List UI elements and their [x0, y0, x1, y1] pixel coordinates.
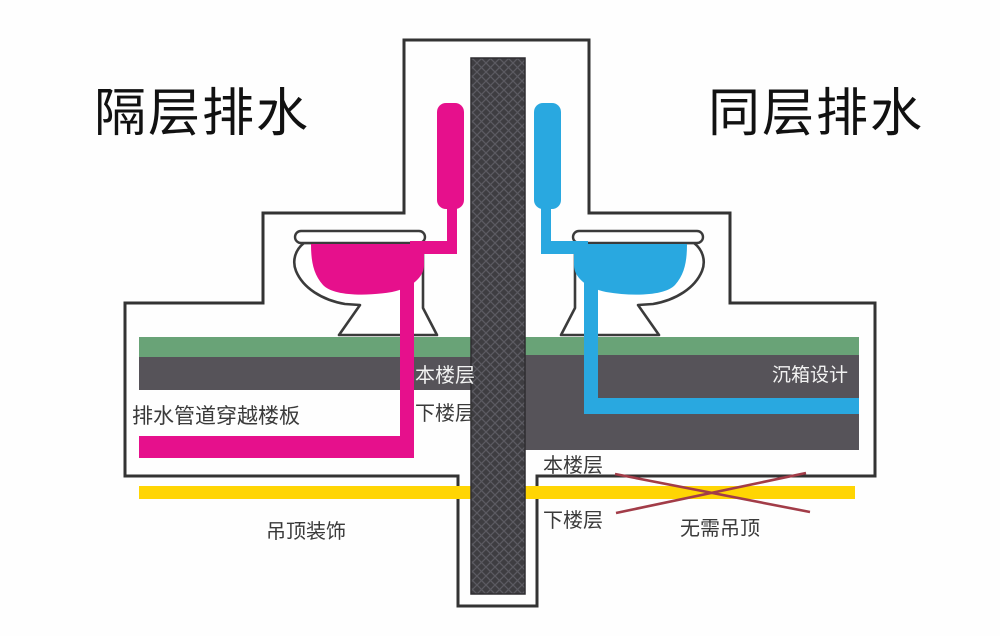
ceiling-bar-right	[524, 486, 855, 499]
label-no-ceiling-needed: 无需吊顶	[680, 518, 760, 540]
floor-slab-left	[139, 357, 471, 390]
blue-drain-vertical-pipe	[584, 340, 598, 414]
toilet-left	[292, 101, 466, 347]
label-right-lower-floor: 下楼层	[543, 509, 603, 532]
pink-drain-horizontal-pipe	[139, 436, 414, 458]
label-right-current-floor: 本楼层	[543, 454, 603, 477]
label-left-current-floor: 本楼层	[415, 364, 475, 387]
red-cross-mark	[614, 471, 811, 515]
label-pipe-through-slab: 排水管道穿越楼板	[132, 405, 300, 428]
label-sunken-box-design: 沉箱设计	[772, 364, 848, 386]
floor-finish-left	[139, 337, 471, 357]
pink-drain-vertical-pipe	[400, 340, 414, 458]
drain-shaft-pillar	[470, 57, 526, 595]
title-right-same-floor-drainage: 同层排水	[708, 86, 924, 143]
toilet-right	[532, 101, 706, 347]
title-left-drainage-across-floor: 隔层排水	[94, 86, 310, 143]
floor-finish-right	[525, 337, 859, 356]
ceiling-bar-left	[139, 486, 471, 499]
label-left-lower-floor: 下楼层	[415, 402, 475, 425]
blue-drain-horizontal-pipe	[584, 398, 859, 414]
label-ceiling-decoration: 吊顶装饰	[266, 520, 346, 543]
building-outline	[123, 38, 877, 608]
